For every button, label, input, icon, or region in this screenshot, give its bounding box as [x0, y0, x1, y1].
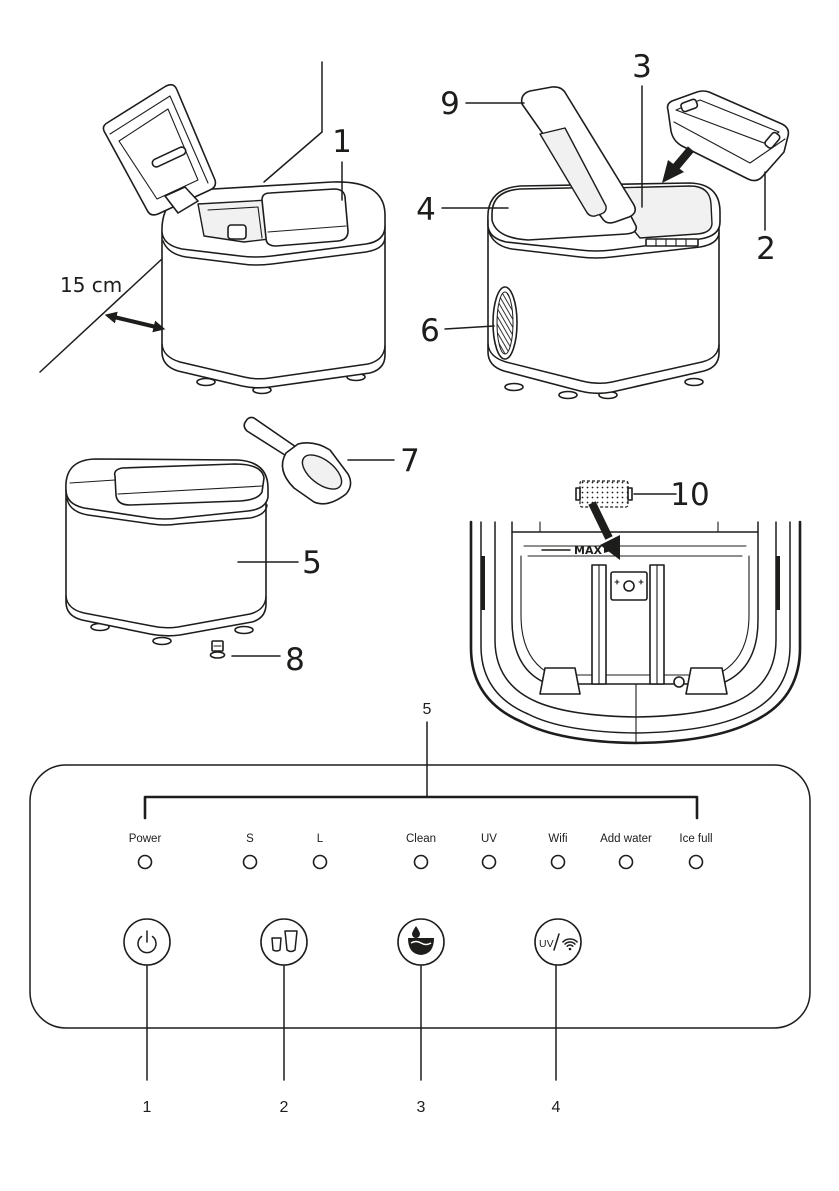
- size-button-ring: [261, 919, 307, 965]
- arrow-shaft: [675, 149, 691, 168]
- callout-size-button: 2: [280, 1099, 289, 1116]
- drain-plug-head: [211, 652, 225, 658]
- indicator-led-small: [244, 856, 257, 869]
- size-button: [261, 919, 307, 965]
- support-foot-right: [686, 668, 727, 694]
- callout-vent: 6: [420, 313, 440, 349]
- foot: [153, 638, 171, 645]
- callout-top-cover: 1: [332, 124, 352, 160]
- indicator-led-clean: [415, 856, 428, 869]
- figure-closed: 7 5 8: [66, 417, 420, 678]
- control-panel: 5 Power S L Clean UV Wifi Add water Ice …: [30, 701, 810, 1116]
- callout-cover: 4: [416, 192, 436, 228]
- indicator-label-ice-full: Ice full: [679, 833, 712, 845]
- figure-parts: 9 3 4 2 6: [416, 49, 788, 399]
- max-label: MAX: [574, 544, 602, 557]
- power-button: [124, 919, 170, 965]
- foot: [685, 379, 703, 386]
- callout-power-button: 1: [143, 1099, 152, 1116]
- support-foot-left: [540, 668, 580, 694]
- wifi-icon-dot: [569, 948, 572, 951]
- side-air-vent: [493, 287, 517, 359]
- vent-grille: [497, 292, 513, 354]
- open-lid: [103, 85, 215, 215]
- callout-clean-button: 3: [417, 1099, 426, 1116]
- front-vent-slots: [646, 239, 698, 246]
- vent-slot-frame: [646, 239, 698, 246]
- hinge-clip: [228, 225, 246, 239]
- wall-upper-edge: [264, 132, 322, 182]
- callout-filter: 10: [670, 477, 709, 513]
- indicator-led-ice-full: [690, 856, 703, 869]
- callout-body: 5: [302, 545, 322, 581]
- filter-slot-hole: [624, 581, 634, 591]
- drain-hole: [674, 677, 684, 687]
- filter-slot: [611, 572, 647, 600]
- foot: [505, 384, 523, 391]
- indicator-label-small: S: [246, 833, 254, 845]
- insert-arrow: [662, 149, 691, 183]
- callout-uv-wifi-button: 4: [552, 1099, 561, 1116]
- side-groove: [481, 556, 485, 610]
- clearance-double-arrow: [114, 317, 156, 327]
- indicator-label-clean: Clean: [406, 833, 436, 845]
- indicator-led-power: [139, 856, 152, 869]
- indicator-led-large: [314, 856, 327, 869]
- indicator-led-uv: [483, 856, 496, 869]
- uv-wifi-button: UV: [535, 919, 581, 965]
- ice-basket: [668, 91, 789, 181]
- indicator-led-wifi: [552, 856, 565, 869]
- callout-opening: 3: [632, 49, 652, 85]
- indicator-label-uv: UV: [481, 833, 497, 845]
- callout-basket: 2: [756, 231, 776, 267]
- indicator-label-add-water: Add water: [600, 833, 652, 845]
- indicator-label-wifi: Wifi: [548, 833, 567, 845]
- drain-plug: [211, 641, 225, 658]
- indicator-led-add-water: [620, 856, 633, 869]
- foot: [559, 392, 577, 399]
- clearance-label: 15 cm: [60, 273, 122, 297]
- water-filter: [576, 481, 632, 507]
- filter-mesh: [580, 481, 628, 507]
- callout-scoop: 7: [400, 443, 420, 479]
- callout-lid: 9: [440, 86, 460, 122]
- clean-button: [398, 919, 444, 965]
- sliding-cover: [262, 189, 348, 246]
- indicator-label-power: Power: [129, 833, 162, 845]
- side-groove: [776, 556, 780, 610]
- callout-drain-plug: 8: [285, 642, 305, 678]
- uv-icon-text: UV: [539, 938, 554, 950]
- closed-lid: [115, 464, 264, 505]
- leader-line: [445, 326, 494, 329]
- callout-panel-indicators: 5: [423, 701, 432, 718]
- indicator-row: Power S L Clean UV Wifi Add water Ice fu…: [129, 833, 713, 869]
- indicator-bracket: [145, 797, 697, 818]
- indicator-label-large: L: [317, 833, 324, 845]
- figure-clearance: 15 cm 1: [40, 62, 385, 394]
- figure-top-view: MAX 10: [471, 477, 800, 743]
- foot: [235, 627, 253, 634]
